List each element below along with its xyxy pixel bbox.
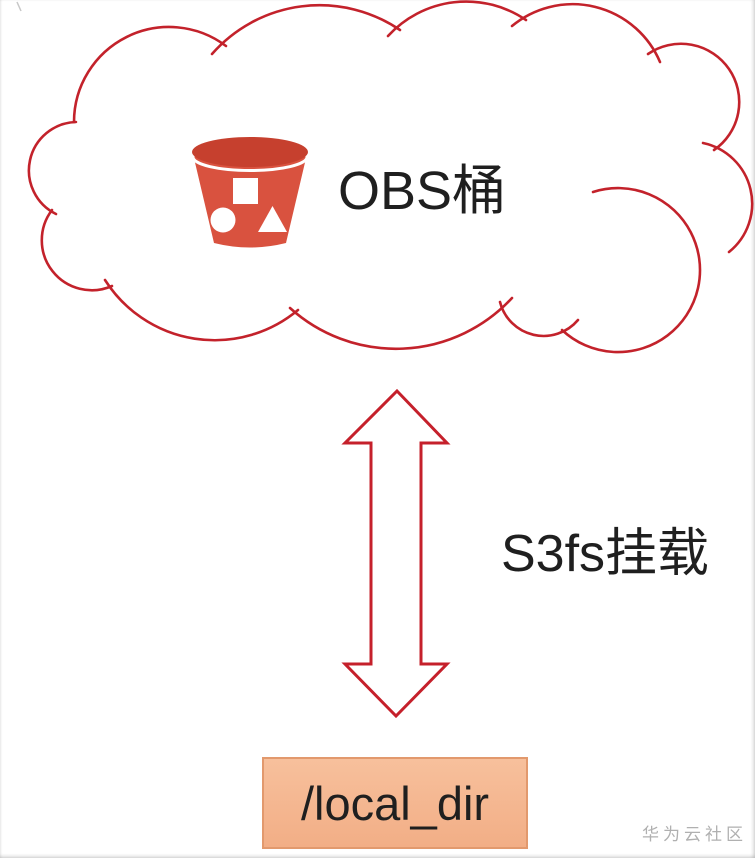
cloud-arc-top-big [210, 3, 402, 56]
cloud-arc-top-left [72, 25, 228, 124]
cloud-arc-left-upper [27, 120, 78, 216]
cloud-arc-left-lower [40, 208, 114, 292]
cloud-arc-bottom-big [288, 296, 514, 351]
local-dir-label: /local_dir [300, 776, 490, 830]
bucket-square-glyph [233, 178, 258, 204]
watermark-text: 华为云社区 [642, 825, 747, 844]
cloud-arc-rightmost [701, 141, 754, 254]
cloud-label: OBS桶 [338, 161, 507, 221]
bucket-triangle-glyph [258, 206, 287, 232]
cloud-arc-bottom-left [103, 278, 300, 342]
bucket-circle-glyph [210, 207, 236, 233]
bucket-lid [192, 137, 308, 167]
corner-artifact-mark [16, 1, 22, 12]
obs-cloud-outline [27, 0, 754, 354]
cloud-arc-top-right [510, 2, 662, 64]
mount-label: S3fs挂载 [501, 525, 710, 583]
cloud-arc-top-small [386, 0, 528, 38]
cloud-arc-bottom-small [498, 300, 580, 338]
obs-bucket-icon [191, 137, 309, 248]
double-vertical-arrow [341, 388, 451, 719]
cloud-arc-right-bottom [560, 186, 702, 354]
cloud-arc-right-top [646, 42, 741, 152]
local-dir-box: /local_dir [262, 757, 528, 849]
